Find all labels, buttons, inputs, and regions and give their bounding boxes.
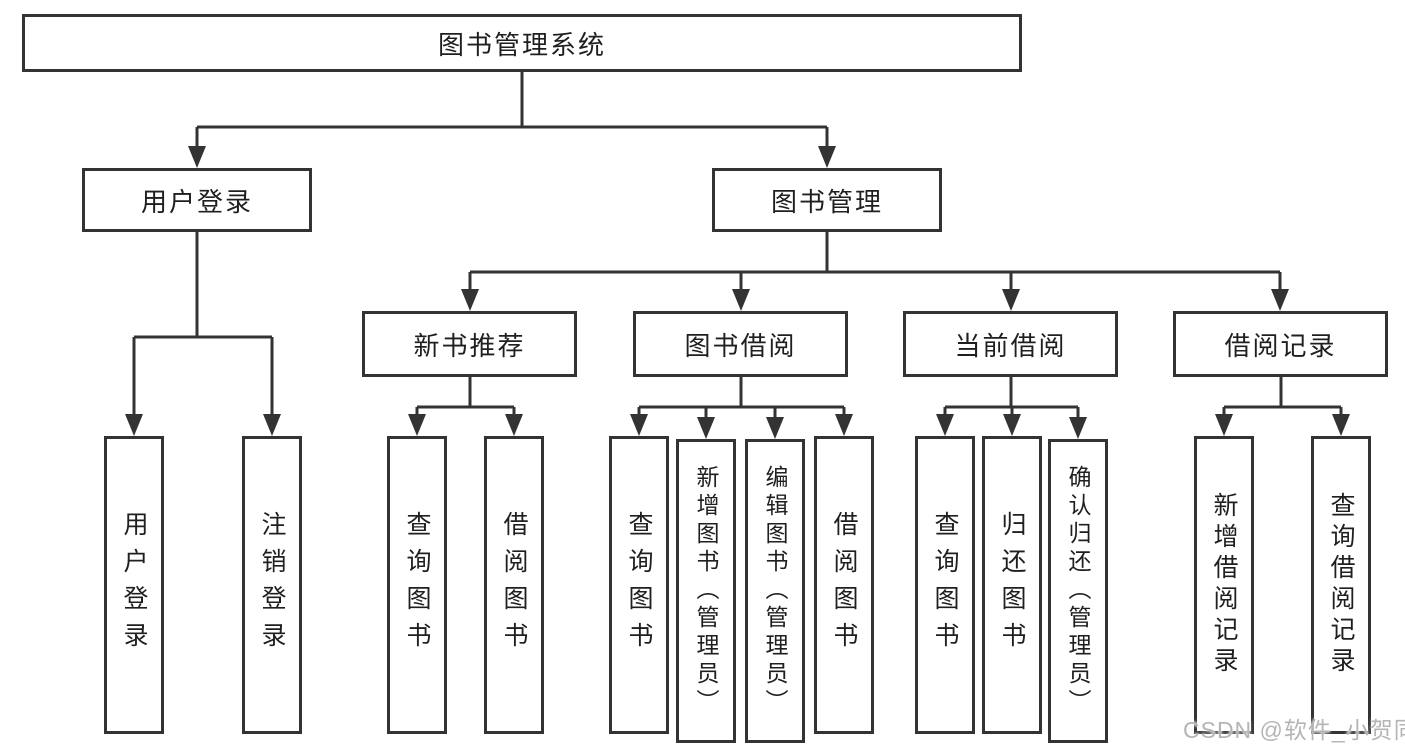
leaf-query-books-recommend: 查询图书 <box>387 436 447 734</box>
leaf-query-books-borrow: 查询图书 <box>609 436 669 734</box>
node-book-borrowing: 图书借阅 <box>633 311 848 377</box>
watermark-text: CSDN @软件_小贺同学 <box>1183 717 1405 743</box>
leaf-return-books: 归还图书 <box>982 436 1042 734</box>
node-borrowing-records: 借阅记录 <box>1173 311 1388 377</box>
node-user-login: 用户登录 <box>82 168 312 232</box>
node-new-book-recommendation: 新书推荐 <box>362 311 577 377</box>
leaf-user-login: 用户登录 <box>104 436 164 734</box>
node-book-management: 图书管理 <box>712 168 942 232</box>
arrow-heads <box>125 146 1350 439</box>
leaf-borrow-books-borrow: 借阅图书 <box>814 436 874 734</box>
leaf-add-borrow-record: 新增借阅记录 <box>1194 436 1254 734</box>
node-library-system: 图书管理系统 <box>22 14 1022 72</box>
node-current-borrowing: 当前借阅 <box>903 311 1118 377</box>
leaf-logout: 注销登录 <box>242 436 302 734</box>
leaf-confirm-return-admin: 确认归还（管理员） <box>1048 439 1108 743</box>
leaf-query-books-current: 查询图书 <box>915 436 975 734</box>
leaf-borrow-books-recommend: 借阅图书 <box>484 436 544 734</box>
leaf-edit-books-admin: 编辑图书（管理员） <box>745 439 805 743</box>
leaf-add-books-admin: 新增图书（管理员） <box>676 439 736 743</box>
leaf-query-borrow-record: 查询借阅记录 <box>1311 436 1371 734</box>
